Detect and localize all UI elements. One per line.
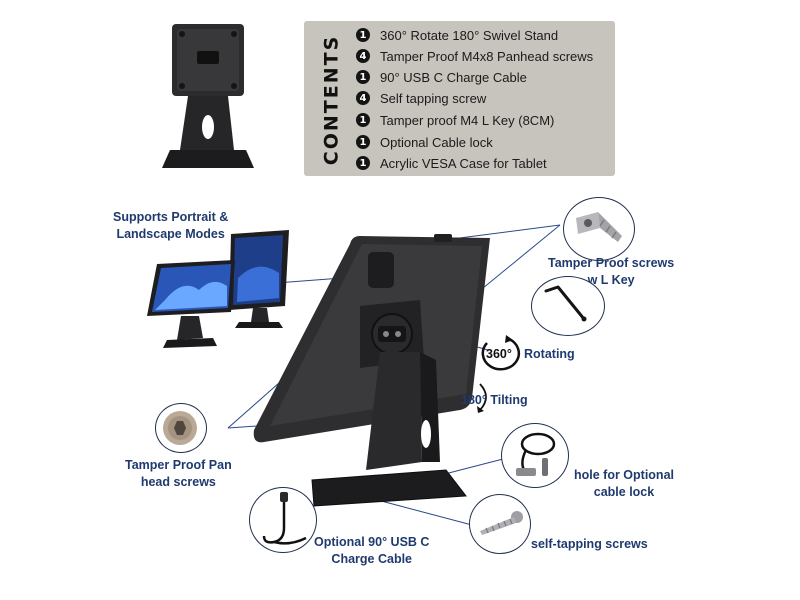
contents-item: 4 Tamper Proof M4x8 Panhead screws [356,46,593,66]
contents-item-label: Tamper proof M4 L Key (8CM) [380,112,555,128]
quantity-badge: 1 [356,135,370,149]
portrait-landscape-image [147,230,289,348]
contents-heading-text: CONTENTS [321,35,343,165]
contents-item: 1 Tamper proof M4 L Key (8CM) [356,110,554,130]
l-key-circle [531,276,605,336]
stand-with-tablet-image [253,234,490,507]
callout-line: Tamper Proof Pan [125,458,232,472]
rotate-arrow-icon [479,335,521,373]
quantity-badge: 1 [356,113,370,127]
callout-line: Tamper Proof screws [548,256,675,270]
quantity-badge: 1 [356,70,370,84]
contents-item-label: Acrylic VESA Case for Tablet [380,155,547,171]
quantity-badge: 1 [356,156,370,170]
callout-pan-head: Tamper Proof Pan head screws [125,457,232,491]
contents-item: 1 360° Rotate 180° Swivel Stand [356,25,558,45]
callout-self-tapping: self-tapping screws [531,537,648,551]
countersunk-screw-icon [576,212,622,242]
quantity-badge: 4 [356,91,370,105]
contents-heading: CONTENTS [321,35,343,165]
callout-usb: Optional 90° USB C Charge Cable [314,534,429,568]
callout-line: Charge Cable [331,552,413,566]
callout-line: hole for Optional [574,468,674,482]
l-key-icon [544,285,587,322]
quantity-badge: 4 [356,49,370,63]
cable-lock-circle [501,423,569,488]
callout-line: Supports Portrait & [113,210,229,224]
contents-item: 1 Optional Cable lock [356,132,493,152]
contents-item: 4 Self tapping screw [356,88,486,108]
contents-item-label: 360° Rotate 180° Swivel Stand [380,27,559,43]
contents-item: 1 Acrylic VESA Case for Tablet [356,153,547,173]
contents-item-label: Tamper Proof M4x8 Panhead screws [380,48,594,64]
usb-cable-icon [262,492,307,545]
contents-box: 1 360° Rotate 180° Swivel Stand 4 Tamper… [304,21,615,176]
pan-head-screw-circle [155,403,207,453]
rotate-badge-text: 360° [486,347,512,361]
callout-tamper-screws: Tamper Proof screws w L Key [548,255,674,289]
callout-line: cable lock [593,485,655,499]
stand-top-view-image [162,24,254,168]
pan-head-screw-icon [163,411,197,445]
quantity-badge: 1 [356,28,370,42]
tamper-screw-circle [563,197,635,261]
contents-item: 1 90° USB C Charge Cable [356,67,527,87]
callout-line: head screws [140,475,216,489]
self-tapping-screw-circle [469,494,531,554]
usb-cable-circle [249,487,317,553]
callout-cable-lock: hole for Optional cable lock [574,467,674,501]
tilt-arrow-icon [476,380,496,414]
callout-line: Optional 90° USB C [314,535,430,549]
callout-rotating: Rotating [524,347,575,361]
contents-item-label: 90° USB C Charge Cable [380,69,527,85]
contents-item-label: Optional Cable lock [380,134,493,150]
callout-line: Landscape Modes [116,227,225,241]
cable-lock-icon [516,432,556,476]
callout-tilting: 180° Tilting [461,393,528,407]
self-tapping-screw-icon [480,511,523,535]
callout-line: w L Key [587,273,635,287]
contents-item-label: Self tapping screw [380,90,487,106]
callout-portrait-landscape: Supports Portrait & Landscape Modes [113,209,228,243]
